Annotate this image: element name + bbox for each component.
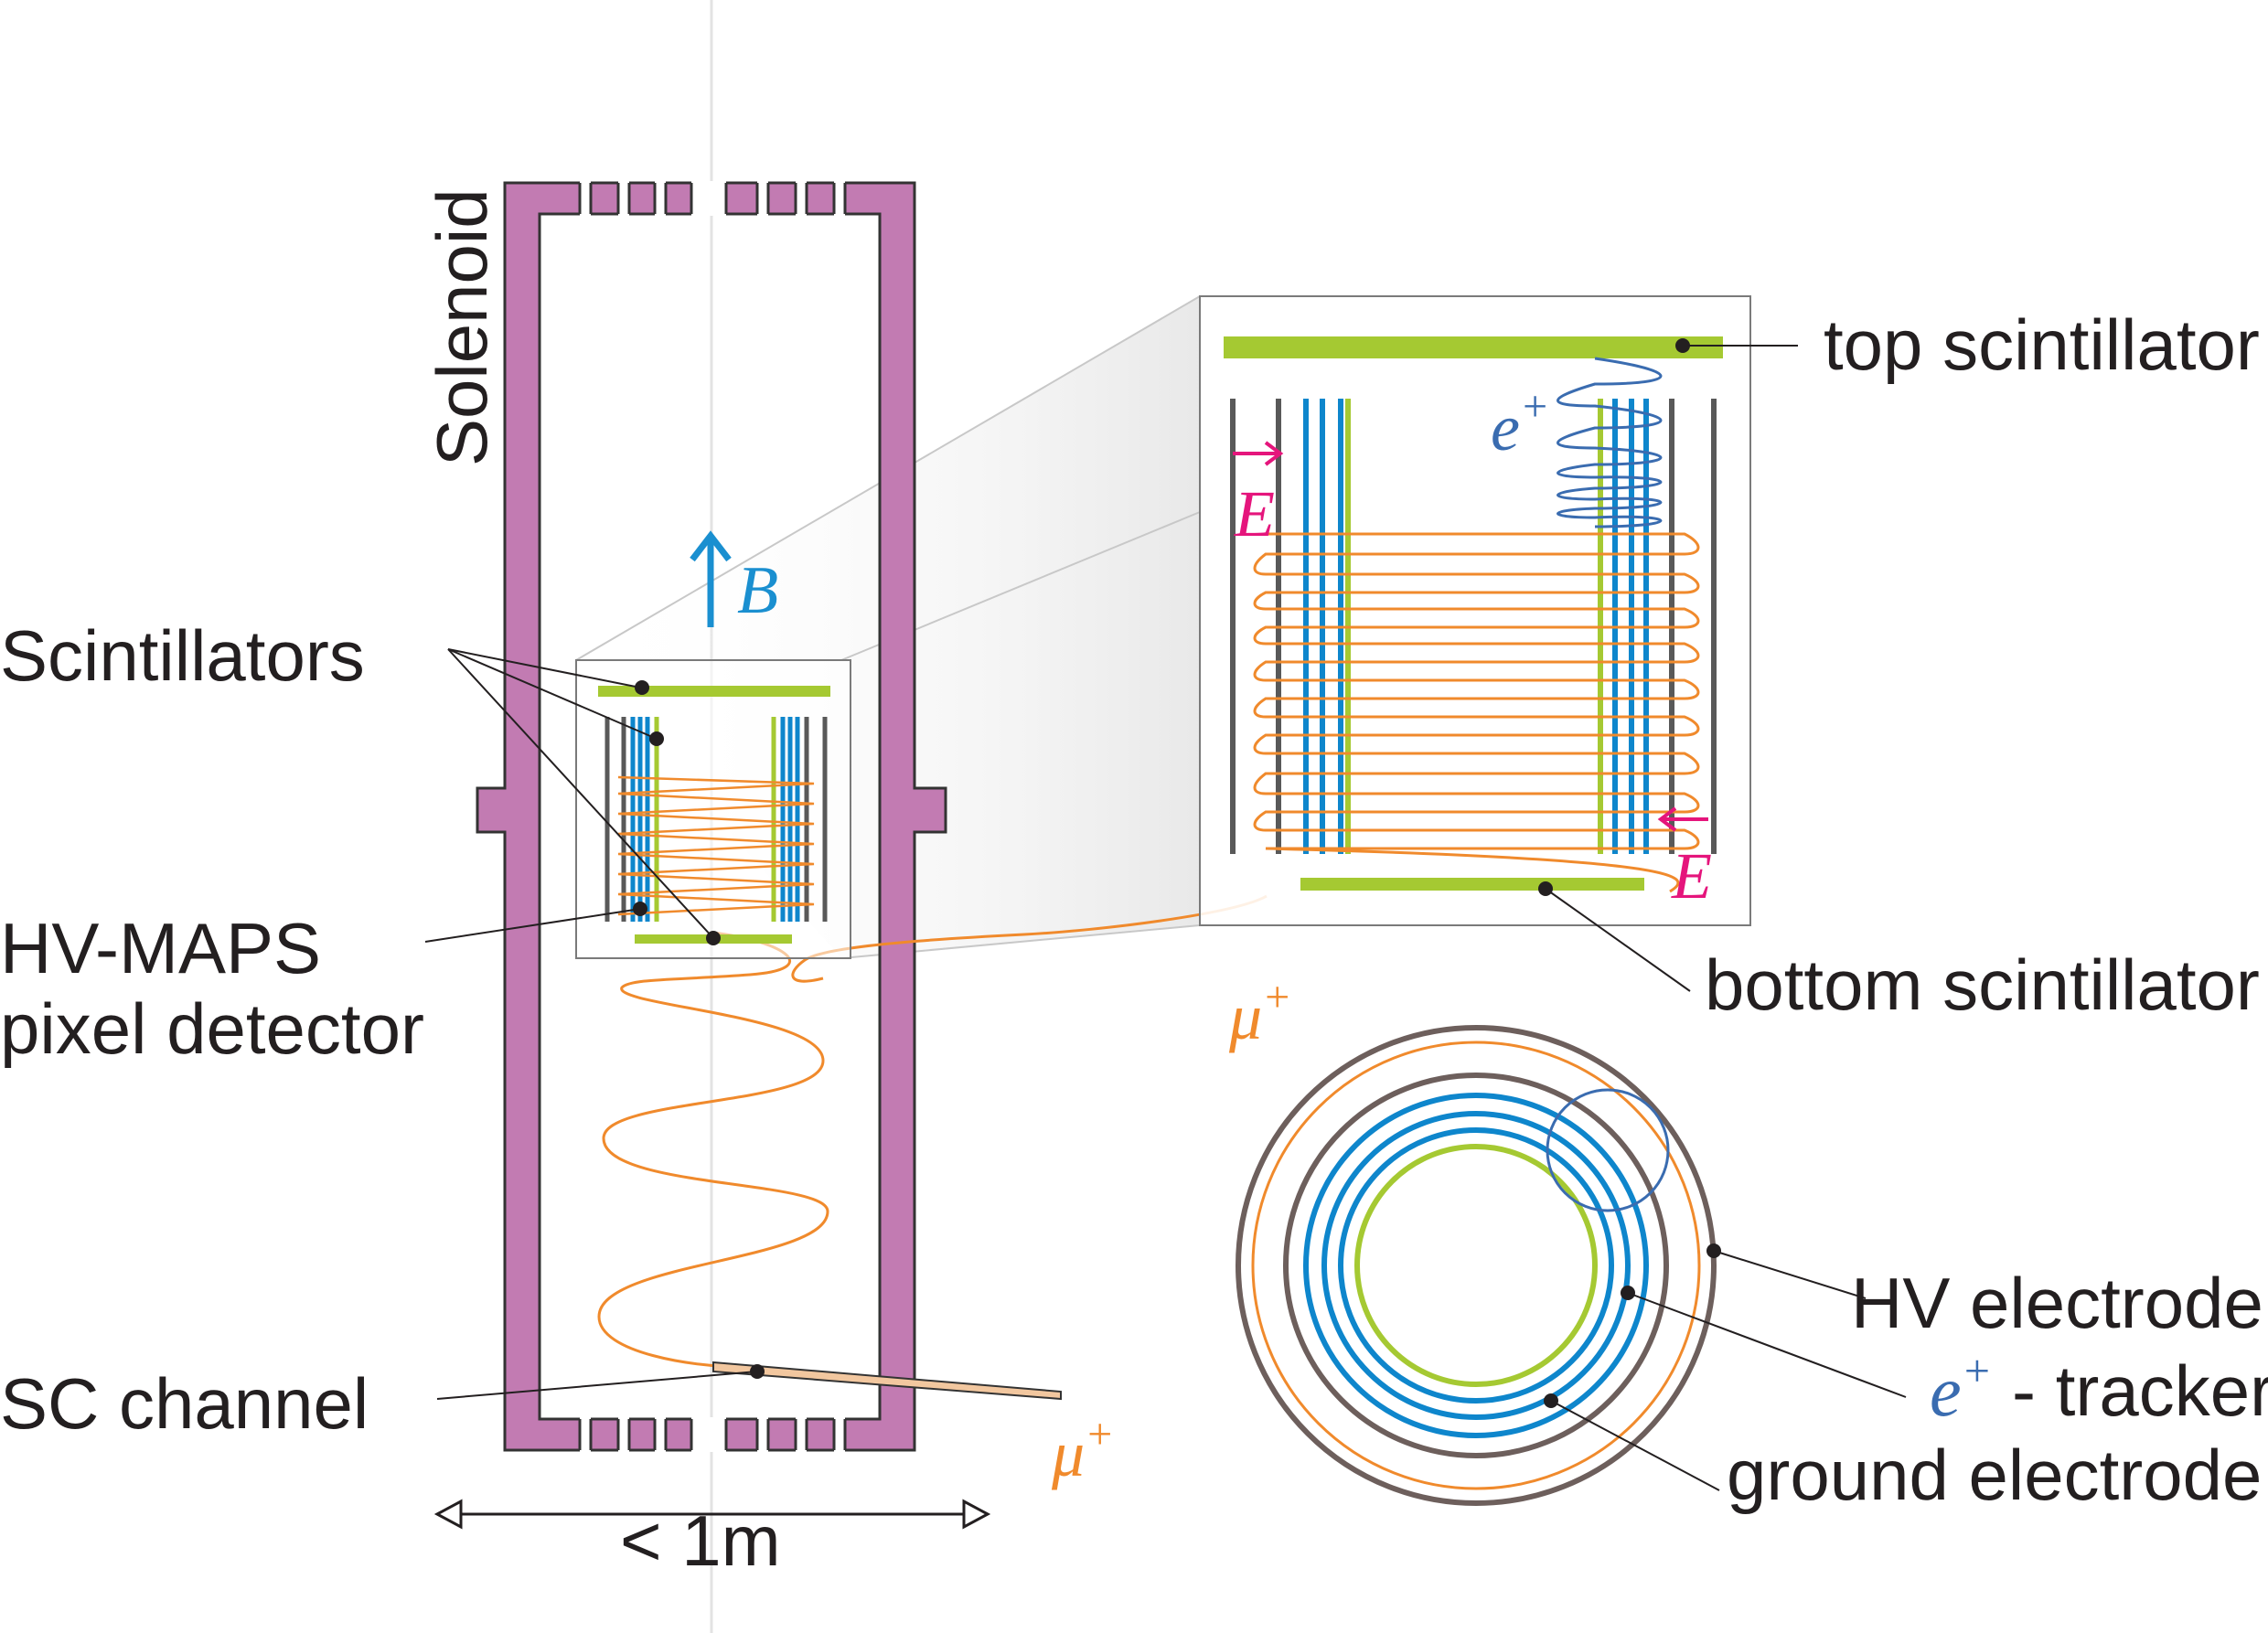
small-detector-layer bbox=[630, 717, 636, 922]
solenoid-label: Solenoid bbox=[422, 188, 502, 466]
positron-label: e+ bbox=[1491, 382, 1549, 464]
small-detector-layer bbox=[787, 717, 793, 922]
hv-maps-label-line1: HV-MAPS bbox=[0, 908, 321, 988]
b-field-label: B bbox=[737, 553, 778, 628]
top-scintillator-label: top scintillator bbox=[1824, 304, 2260, 385]
muon-label-inlet: μ+ bbox=[1051, 1410, 1115, 1490]
tracker-label-sup: + bbox=[1962, 1345, 1993, 1396]
solenoid-bottom-gap bbox=[655, 1417, 666, 1452]
solenoid-bottom-gap bbox=[580, 1417, 591, 1452]
b-field-arrow bbox=[690, 530, 732, 627]
solenoid bbox=[476, 181, 947, 1452]
small-top-scintillator bbox=[598, 686, 830, 697]
small-detector-layer bbox=[645, 717, 650, 922]
hv-electrode-label: HV electrode bbox=[1851, 1263, 2263, 1343]
small-detector-layer bbox=[780, 717, 786, 922]
small-muon-spiral bbox=[617, 775, 815, 916]
small-detector-layer bbox=[795, 717, 800, 922]
solenoid-bottom-gap bbox=[834, 1417, 845, 1452]
solenoid-bottom-gap bbox=[757, 1417, 768, 1452]
small-detector-layer bbox=[822, 717, 828, 922]
hv-electrode-ring bbox=[1236, 1025, 1717, 1506]
tracker-label-positron: e bbox=[1930, 1351, 1962, 1431]
solenoid-top-gap bbox=[580, 181, 591, 216]
tracker-label-suffix: - tracker bbox=[1992, 1350, 2268, 1431]
detector-layer bbox=[1230, 399, 1236, 854]
small-detector-layer bbox=[621, 717, 626, 922]
bottom-scintillator-label: bottom scintillator bbox=[1705, 945, 2260, 1025]
bottom-scintillator bbox=[1300, 878, 1644, 891]
muon-trajectory bbox=[597, 894, 1268, 1369]
scintillator-ring bbox=[1354, 1144, 1598, 1387]
sc-channel-label: SC channel bbox=[0, 1363, 369, 1444]
leader-dots bbox=[633, 338, 1721, 1408]
sc-channel bbox=[712, 1361, 1062, 1401]
leader-lines bbox=[424, 345, 1907, 1491]
tracker-ring-middle bbox=[1321, 1111, 1631, 1420]
solenoid-top-gap bbox=[655, 181, 666, 216]
ring-cross-section bbox=[1236, 1025, 1717, 1506]
muon-spiral bbox=[1253, 532, 1700, 893]
width-dimension bbox=[433, 1499, 991, 1530]
scintillators-label: Scintillators bbox=[0, 615, 365, 696]
ground-electrode-label: ground electrode bbox=[1727, 1435, 2262, 1515]
ground-electrode-ring bbox=[1283, 1073, 1669, 1458]
solenoid-top-gap bbox=[691, 181, 726, 216]
small-detector-layer bbox=[604, 717, 610, 922]
positron-trajectory bbox=[1557, 357, 1663, 528]
e-field-arrow-left bbox=[1233, 441, 1284, 466]
solenoid-top-gap bbox=[834, 181, 845, 216]
e-field-arrow-right bbox=[1657, 806, 1708, 832]
solenoid-top-gap bbox=[796, 181, 807, 216]
small-detector-layer bbox=[771, 717, 776, 922]
small-detector-layer bbox=[804, 717, 809, 922]
muon-orbit-ring bbox=[1251, 1041, 1701, 1490]
small-detector-layer bbox=[654, 717, 659, 922]
solenoid-top-gap bbox=[757, 181, 768, 216]
width-label: < 1m bbox=[620, 1500, 781, 1581]
tracker-label: e+ - tracker bbox=[1930, 1345, 2268, 1431]
positron-circle bbox=[1546, 1088, 1670, 1212]
detector-layer bbox=[1711, 399, 1717, 854]
solenoid-bottom-gap bbox=[796, 1417, 807, 1452]
top-scintillator bbox=[1224, 336, 1723, 358]
solenoid-bottom-gap bbox=[691, 1417, 726, 1452]
solenoid-bottom-gap bbox=[618, 1417, 629, 1452]
detector-zoom bbox=[1199, 295, 1751, 926]
solenoid-top-gap bbox=[618, 181, 629, 216]
tracker-ring-outer bbox=[1303, 1093, 1649, 1438]
tracker-ring-inner bbox=[1338, 1127, 1614, 1404]
hv-maps-label-line2: pixel detector bbox=[0, 988, 424, 1069]
e-field-label-right: E bbox=[1671, 839, 1712, 913]
muon-label-zoom: μ+ bbox=[1228, 973, 1292, 1053]
e-field-label-left: E bbox=[1234, 477, 1275, 550]
small-detector-layer bbox=[637, 717, 643, 922]
small-detector bbox=[575, 659, 851, 959]
